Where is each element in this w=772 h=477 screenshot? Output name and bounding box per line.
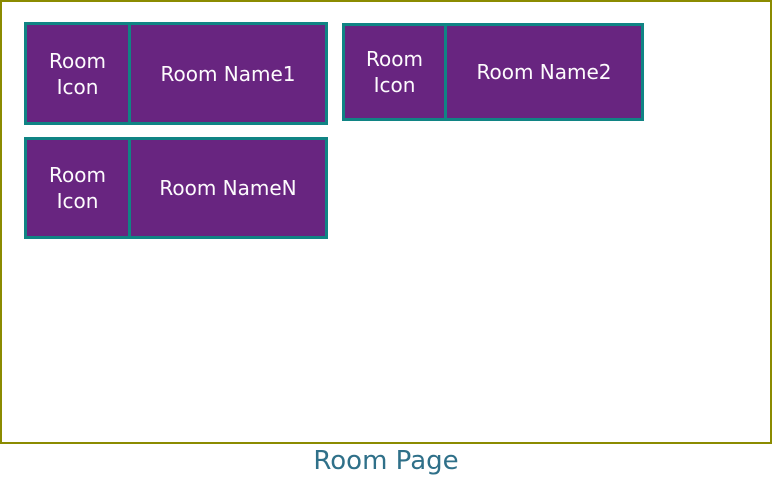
room-icon-placeholder: Room Icon — [345, 26, 444, 118]
room-name-label: Room NameN — [131, 140, 325, 236]
room-icon-placeholder: Room Icon — [27, 140, 128, 236]
room-card[interactable]: Room Icon Room Name1 — [24, 22, 328, 125]
room-page-frame: Room Icon Room Name1 Room Icon Room Name… — [0, 0, 772, 444]
room-card[interactable]: Room Icon Room NameN — [24, 137, 328, 239]
room-icon-placeholder: Room Icon — [27, 25, 128, 122]
room-name-label: Room Name1 — [131, 25, 325, 122]
room-name-label: Room Name2 — [447, 26, 641, 118]
page-caption: Room Page — [313, 445, 459, 476]
room-card[interactable]: Room Icon Room Name2 — [342, 23, 644, 121]
